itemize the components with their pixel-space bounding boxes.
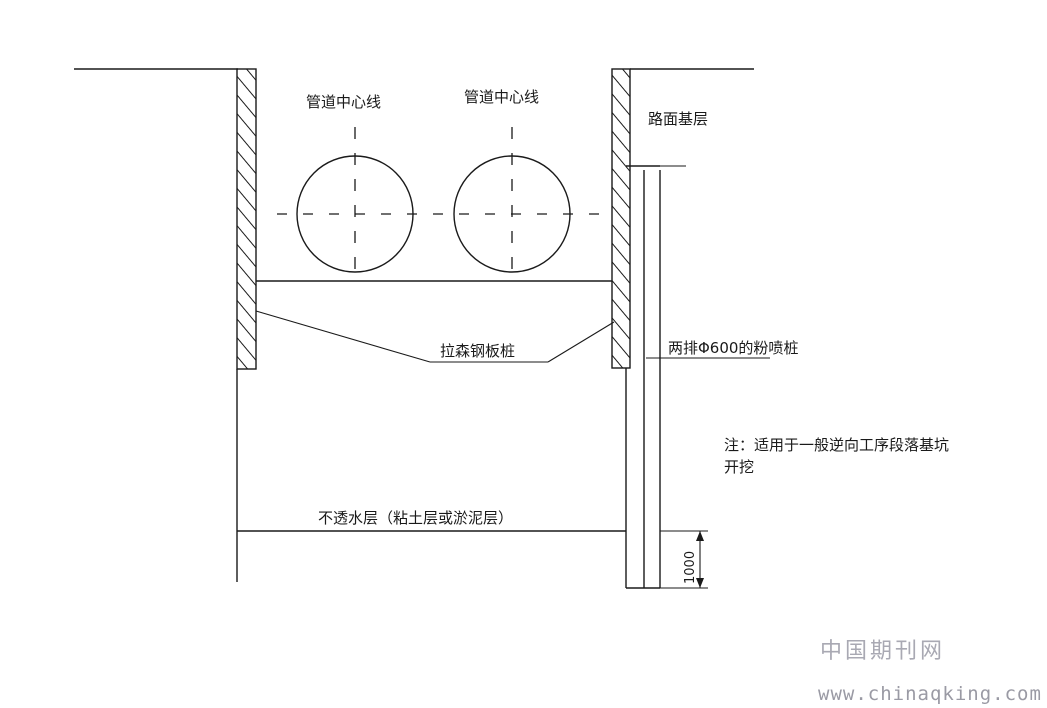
sheet-pile-label: 拉森钢板桩 bbox=[440, 342, 515, 360]
impermeable-layer-label: 不透水层（粘土层或淤泥层） bbox=[318, 509, 513, 527]
note-line-2: 开挖 bbox=[724, 458, 754, 476]
road-base-label: 路面基层 bbox=[648, 110, 708, 128]
sheet-pile-leader-lines bbox=[255, 310, 615, 363]
right-sheet-pile bbox=[611, 68, 631, 369]
dimension-label: 1000 bbox=[683, 551, 698, 584]
pipe-2 bbox=[453, 127, 571, 275]
note-line-1: 注：适用于一般逆向工序段落基坑 bbox=[724, 436, 949, 454]
left-sheet-pile bbox=[236, 68, 257, 370]
pipe-centerline-label-1: 管道中心线 bbox=[306, 93, 381, 111]
pipe-1 bbox=[296, 127, 414, 275]
cement-pile-columns bbox=[626, 165, 661, 589]
watermark-url: www.chinaqking.com bbox=[818, 683, 1042, 705]
dimension-1000 bbox=[660, 530, 708, 589]
watermark-site-name: 中国期刊网 bbox=[820, 639, 945, 664]
pipe-centerline-label-2: 管道中心线 bbox=[464, 88, 539, 106]
cement-pile-label: 两排Φ600的粉喷桩 bbox=[668, 339, 798, 357]
